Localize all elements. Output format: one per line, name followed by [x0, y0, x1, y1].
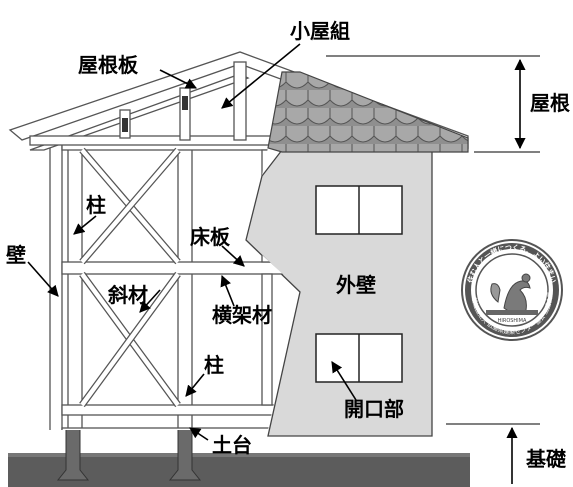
label-dodai: 土台	[212, 433, 252, 457]
ground-foundation	[8, 453, 470, 487]
label-koya-gumi: 小屋組	[290, 19, 350, 43]
shingle-roof	[267, 71, 469, 153]
label-group: 小屋組 屋根板 屋根 柱 壁 床板 斜材 外壁 横架材 柱 開口部 土台 基礎	[6, 19, 570, 471]
label-ouka-zai: 横架材	[212, 303, 272, 327]
label-hashira-top: 柱	[86, 193, 106, 217]
dimension-foundation	[446, 423, 540, 484]
roof-truss	[8, 51, 469, 151]
label-kabe: 壁	[6, 243, 26, 267]
label-yuka-ita: 床板	[190, 225, 231, 249]
leader-lines	[27, 43, 357, 441]
seal-center-text: HIROSHIMA	[498, 318, 527, 324]
label-hashira-bottom: 柱	[204, 353, 224, 377]
label-shazai: 斜材	[107, 283, 148, 307]
window-lower	[315, 333, 403, 383]
label-gaiheki: 外壁	[336, 273, 376, 297]
label-kiso: 基礎	[526, 447, 567, 471]
association-seal: HIROSHIMA 住む人と一緒につくる、よい住まい 一般社団法人 広島県建築セ…	[461, 239, 563, 341]
window-upper	[315, 185, 403, 235]
label-yane-ita: 屋根板	[78, 53, 139, 77]
dimension-roof	[326, 55, 540, 153]
label-kaikou-bu: 開口部	[344, 397, 404, 421]
label-yane: 屋根	[530, 91, 570, 115]
